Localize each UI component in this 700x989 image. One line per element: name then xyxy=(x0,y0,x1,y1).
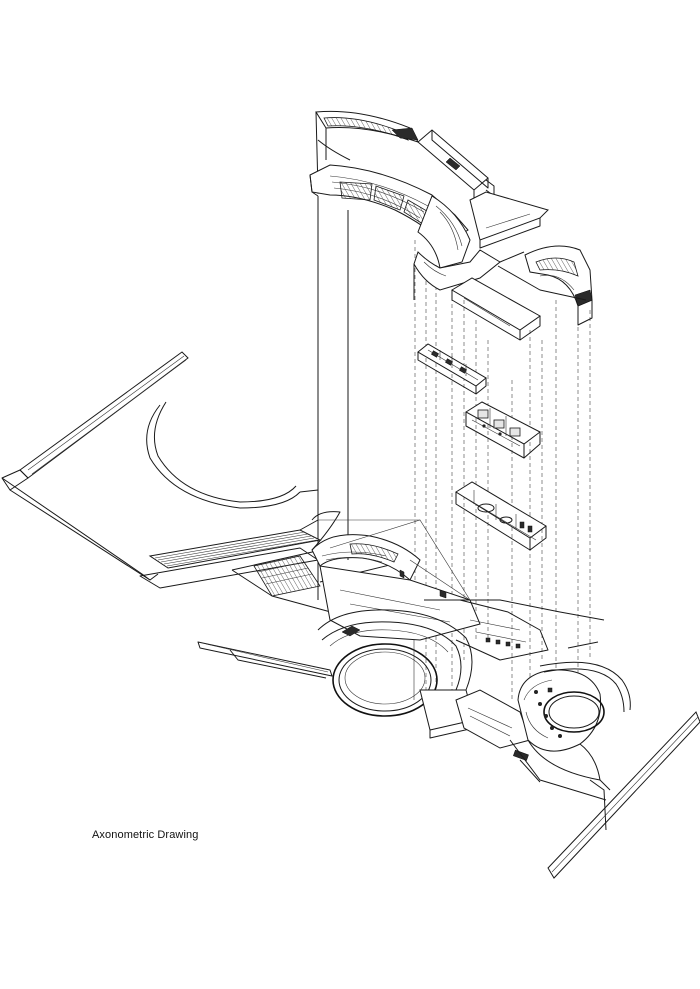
overlay-lines xyxy=(318,519,471,700)
floor-plate-1 xyxy=(417,343,487,395)
floor-plate-3 xyxy=(455,481,547,551)
right-circular-room xyxy=(517,661,700,879)
ground-building xyxy=(197,511,607,801)
projection-lines xyxy=(317,190,591,720)
floor-plate-2 xyxy=(465,401,541,459)
upper-level xyxy=(309,110,593,600)
caption: Axonometric Drawing xyxy=(92,829,199,841)
